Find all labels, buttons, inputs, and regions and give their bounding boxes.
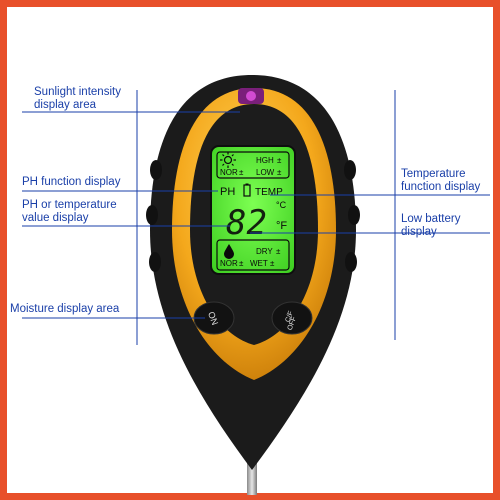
lcd-celsius-label: °C (276, 200, 287, 210)
grip-ridges (146, 160, 360, 272)
callout-sunlight: Sunlight intensity display area (34, 86, 121, 112)
callout-ph-temp-value: PH or temperature value display (22, 199, 117, 225)
callout-low-battery: Low battery display (401, 213, 460, 239)
lcd-nor-top-label: NOR (220, 168, 238, 177)
lcd-low-plus: ± (277, 168, 282, 177)
lcd-nor-top-plus: ± (239, 168, 244, 177)
callout-moisture: Moisture display area (10, 303, 119, 316)
callout-temperature-line2: function display (401, 181, 481, 193)
callout-sunlight-line1: Sunlight intensity (34, 86, 121, 98)
lcd-temp-label: TEMP (255, 187, 283, 198)
callout-temperature-line1: Temperature (401, 168, 466, 180)
callout-ph-function: PH function display (22, 176, 120, 189)
lcd-low-label: LOW (256, 168, 275, 177)
callout-low-battery-line1: Low battery (401, 213, 461, 225)
callout-ph-temp-line2: value display (22, 212, 89, 224)
sun-icon (220, 152, 236, 168)
droplet-icon (224, 244, 234, 259)
on-button-label: ON (206, 310, 220, 326)
callout-ph-temp-line1: PH or temperature (22, 199, 117, 211)
lcd-wet-label: WET (250, 259, 268, 268)
callout-temperature: Temperature function display (401, 168, 480, 194)
lcd-hgh-plus: ± (277, 156, 282, 165)
lcd-hgh-label: HGH (256, 156, 274, 165)
cf-off-button[interactable]: C/F OFF (271, 301, 313, 335)
lcd-dry-plus: ± (276, 247, 281, 256)
lcd-dry-label: DRY (256, 247, 273, 256)
callout-sunlight-line2: display area (34, 99, 97, 111)
lcd-ph-label: PH (220, 186, 235, 198)
callout-lines (22, 90, 490, 345)
battery-icon (243, 183, 251, 197)
lcd-nor-bottom-plus: ± (239, 259, 244, 268)
light-sensor-icon (238, 88, 264, 104)
off-button-label: OFF (287, 316, 298, 332)
lcd-segment-borders (216, 151, 290, 271)
lcd-nor-bottom-label: NOR (220, 259, 238, 268)
cf-button-label: C/F (284, 310, 294, 323)
lcd-wet-plus: ± (270, 259, 275, 268)
lcd-fahrenheit-label: °F (276, 220, 287, 232)
lcd-reading-digits: 82 (226, 203, 267, 243)
callout-low-battery-line2: display (401, 226, 437, 238)
callout-ph-function-line1: PH function display (22, 176, 121, 188)
callout-moisture-line1: Moisture display area (10, 303, 120, 315)
